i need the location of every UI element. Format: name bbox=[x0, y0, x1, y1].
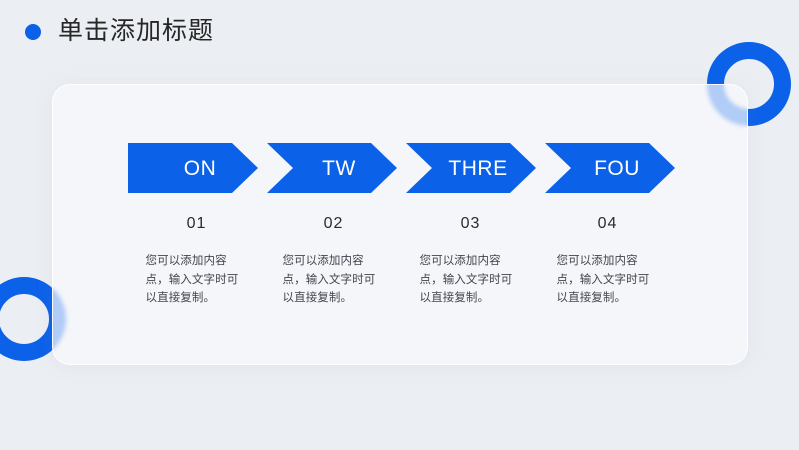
process-column-4: 04 您可以添加内容点，输入文字时可以直接复制。 bbox=[539, 216, 676, 308]
process-body-2[interactable]: 您可以添加内容点，输入文字时可以直接复制。 bbox=[282, 255, 376, 305]
process-body-1[interactable]: 您可以添加内容点，输入文字时可以直接复制。 bbox=[145, 255, 239, 305]
process-arrow-2[interactable]: TW bbox=[267, 143, 397, 193]
process-columns: 01 您可以添加内容点，输入文字时可以直接复制。 02 您可以添加内容点，输入文… bbox=[128, 216, 676, 308]
process-number-4: 04 bbox=[597, 215, 618, 232]
process-arrow-label-4: FOU bbox=[594, 156, 640, 180]
process-body-3[interactable]: 您可以添加内容点，输入文字时可以直接复制。 bbox=[419, 255, 513, 305]
process-column-1: 01 您可以添加内容点，输入文字时可以直接复制。 bbox=[128, 216, 265, 308]
process-arrow-1[interactable]: ON bbox=[128, 143, 258, 193]
process-column-3: 03 您可以添加内容点，输入文字时可以直接复制。 bbox=[402, 216, 539, 308]
process-arrow-3[interactable]: THRE bbox=[406, 143, 536, 193]
process-body-4[interactable]: 您可以添加内容点，输入文字时可以直接复制。 bbox=[556, 255, 650, 305]
slide-header: 单击添加标题 bbox=[25, 19, 214, 44]
process-column-2: 02 您可以添加内容点，输入文字时可以直接复制。 bbox=[265, 216, 402, 308]
process-arrow-label-1: ON bbox=[183, 156, 217, 180]
process-arrow-4[interactable]: FOU bbox=[545, 143, 675, 193]
blue-dot-icon bbox=[25, 23, 41, 40]
process-arrow-label-3: THRE bbox=[448, 156, 508, 180]
process-arrow-label-2: TW bbox=[322, 156, 356, 180]
content-card bbox=[52, 84, 748, 365]
process-number-2: 02 bbox=[323, 215, 344, 232]
process-number-1: 01 bbox=[186, 215, 207, 232]
process-arrow-band: ON TW THRE FOU bbox=[128, 143, 676, 193]
page-title: 单击添加标题 bbox=[58, 17, 215, 45]
process-number-3: 03 bbox=[460, 215, 481, 232]
